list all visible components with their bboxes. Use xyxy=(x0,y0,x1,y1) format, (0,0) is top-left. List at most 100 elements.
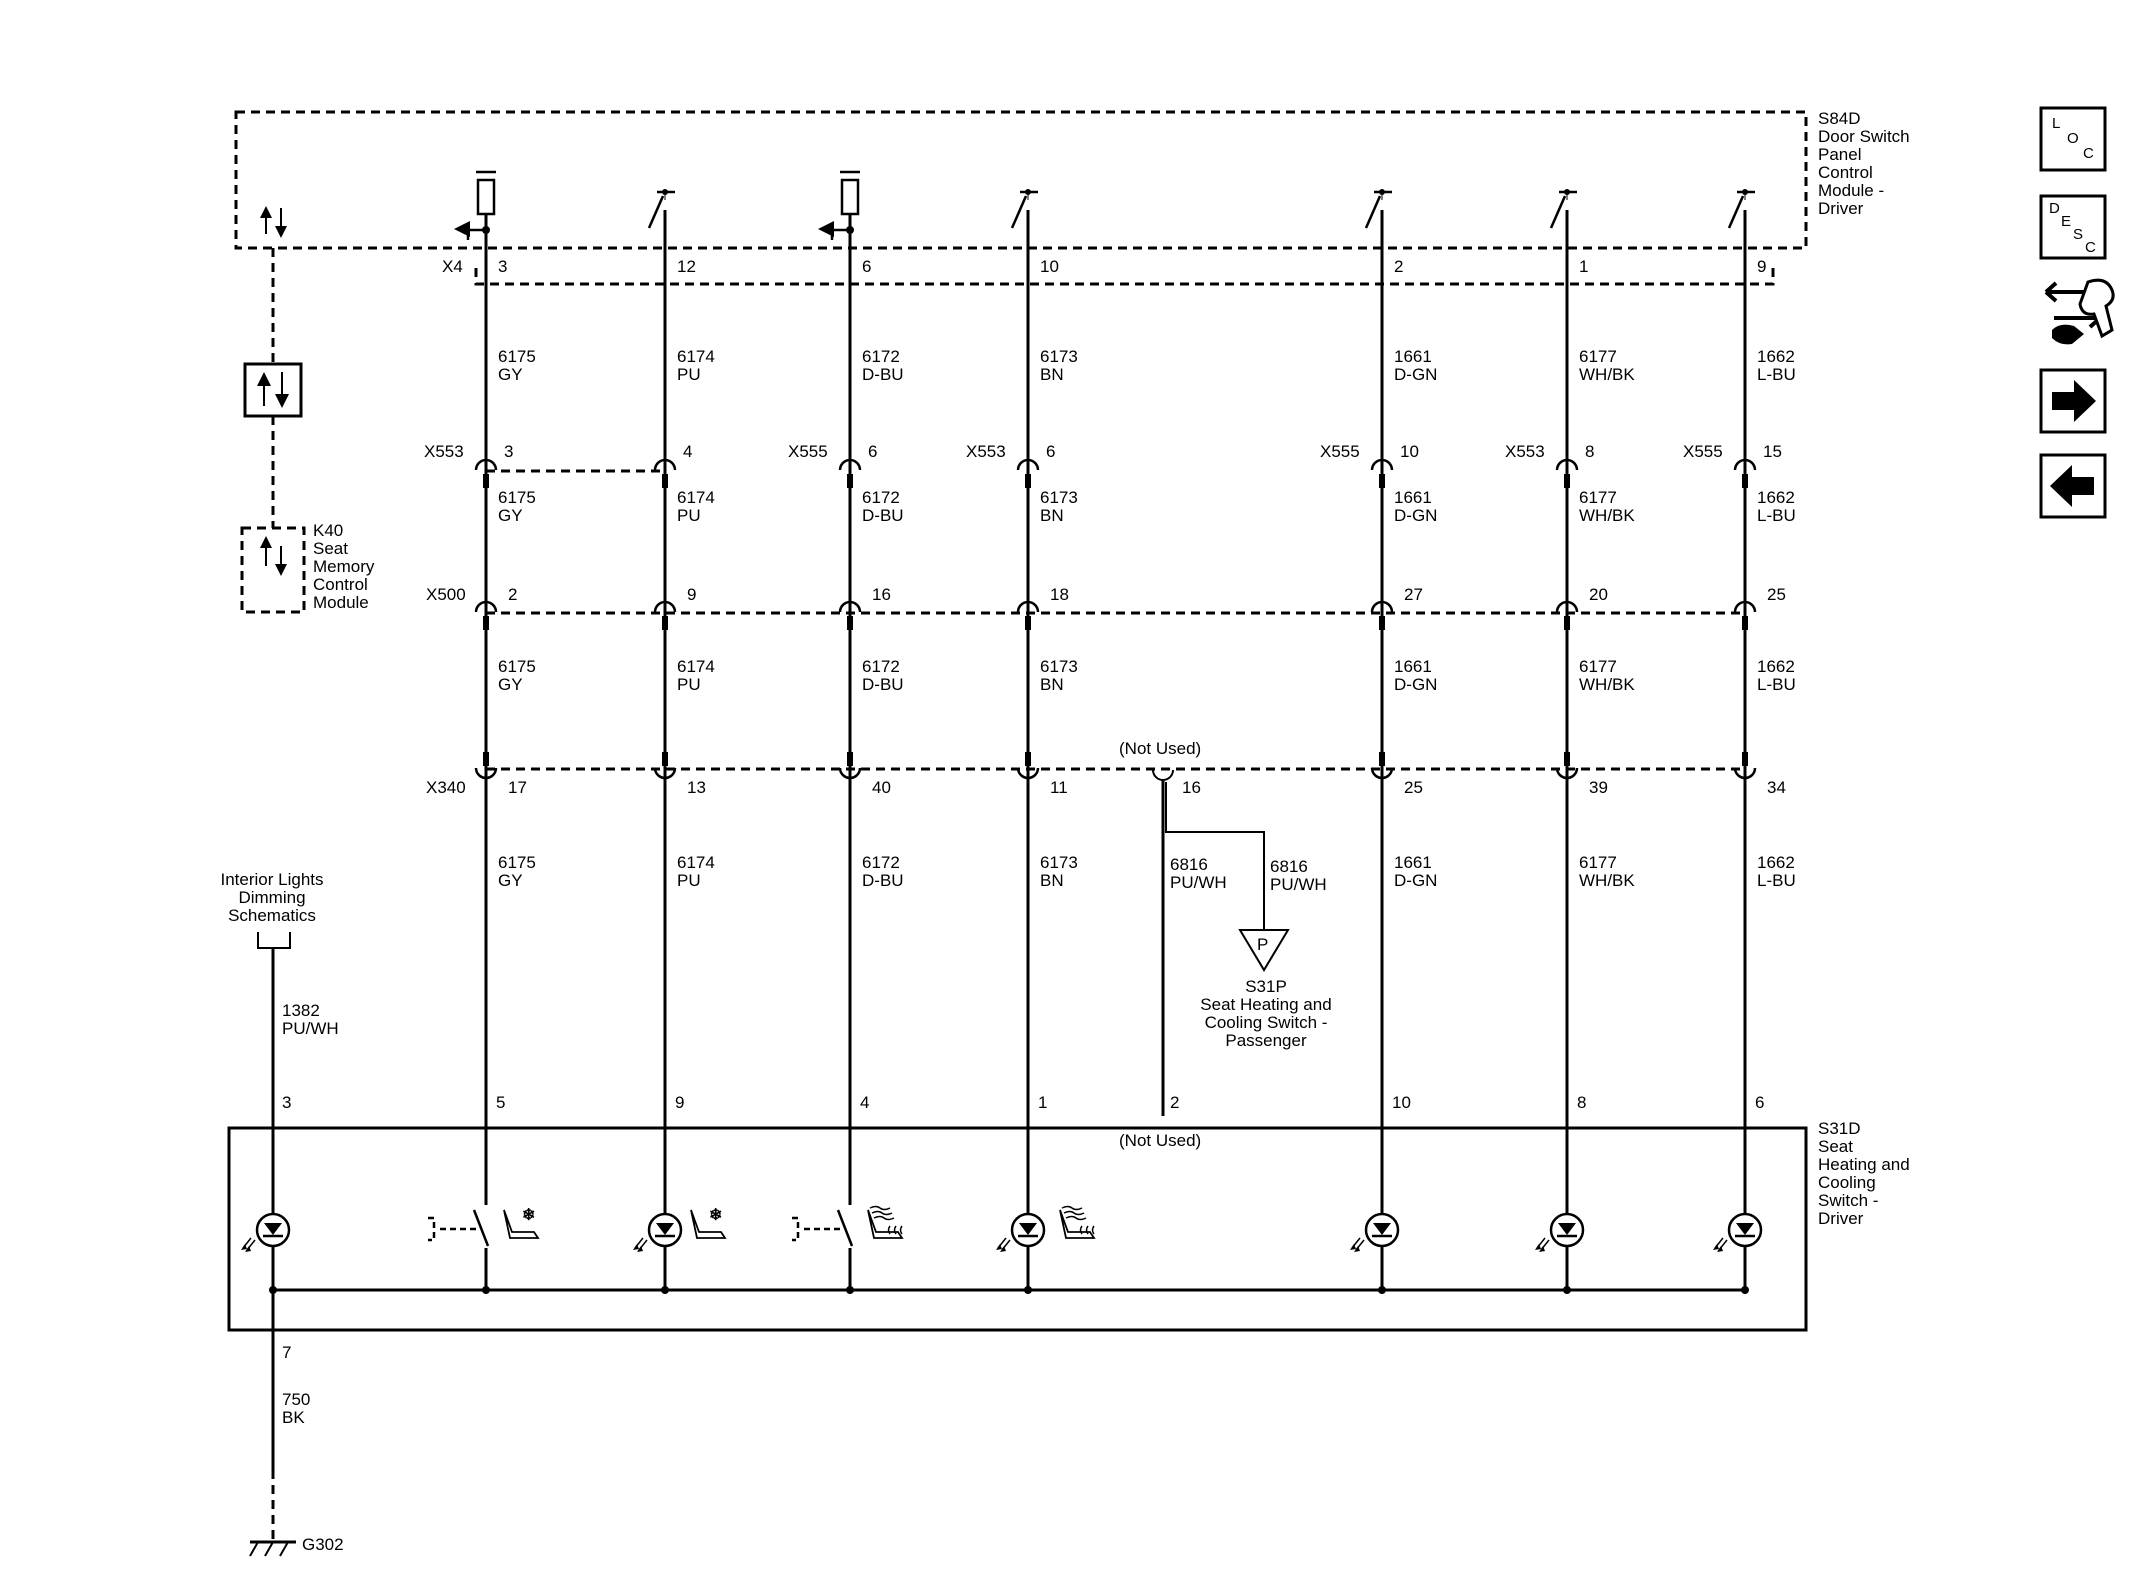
wire-color: D-BU xyxy=(862,675,904,694)
x4-pin: 3 xyxy=(498,257,507,276)
wire-color: D-GN xyxy=(1394,365,1437,384)
wire-color: D-GN xyxy=(1394,871,1437,890)
module-label-line: Control xyxy=(1818,163,1873,182)
module-label-line: S31P xyxy=(1245,977,1287,996)
junction-dot xyxy=(482,1286,490,1294)
inline-connector-pin: 6 xyxy=(1046,442,1055,461)
module-label-line: Panel xyxy=(1818,145,1861,164)
x4-pin: 12 xyxy=(677,257,696,276)
wire-number: 6172 xyxy=(862,488,900,507)
x500-pin: 9 xyxy=(687,585,696,604)
heating-switch-module-box xyxy=(227,1126,1808,1332)
connector-wrench-icon[interactable] xyxy=(2044,278,2115,345)
module-label-line: Cooling xyxy=(1818,1173,1876,1192)
switch-contact-icon xyxy=(792,1209,854,1256)
svg-text:Interior Lights: Interior Lights xyxy=(221,870,324,889)
inline-connector-pin: 8 xyxy=(1585,442,1594,461)
inline-connector-label: X553 xyxy=(1505,442,1545,461)
serial-data-icon xyxy=(260,206,287,238)
led-indicator-icon xyxy=(241,1212,291,1252)
wire-color: WH/BK xyxy=(1579,675,1635,694)
wire-color: BN xyxy=(1040,506,1064,525)
module-label-line: Switch - xyxy=(1818,1191,1878,1210)
dimming-wire-num: 1382 xyxy=(282,1001,320,1020)
wire-color: PU xyxy=(677,506,701,525)
seat-cooling-icon: ❄ xyxy=(690,1207,727,1239)
led-indicator-icon xyxy=(241,1212,291,1252)
connector-pin xyxy=(653,752,677,780)
x4-pin: 1 xyxy=(1579,257,1588,276)
x500-pin: 16 xyxy=(872,585,891,604)
inline-connector-label: X555 xyxy=(1320,442,1360,461)
wire-number: 6177 xyxy=(1579,853,1617,872)
led-indicator-icon xyxy=(633,1212,683,1252)
junction-dot xyxy=(1378,1286,1386,1294)
wire-color: BN xyxy=(1040,871,1064,890)
wire-number: 6173 xyxy=(1040,853,1078,872)
heating-switch-module-label: S31D Seat Heating and Cooling Switch - D… xyxy=(1818,1119,1910,1228)
s31d-pin: 5 xyxy=(496,1093,505,1112)
x340-pin: 34 xyxy=(1767,778,1786,797)
svg-text:Dimming: Dimming xyxy=(238,888,305,907)
serial-data-box-icon xyxy=(243,362,303,418)
s31d-pin: 6 xyxy=(1755,1093,1764,1112)
module-label-line: K40 xyxy=(313,521,343,540)
connector-pin xyxy=(1016,752,1040,780)
bus-junction-dots xyxy=(269,1286,1749,1294)
arrow-left-icon xyxy=(818,221,850,240)
connector-pin xyxy=(1016,600,1040,630)
wire-number: 6174 xyxy=(677,347,715,366)
wire-number: 6174 xyxy=(677,657,715,676)
wire-color: WH/BK xyxy=(1579,365,1635,384)
connector-pin xyxy=(838,600,862,630)
ground-wire-num: 750 xyxy=(282,1390,310,1409)
wire-number: 6177 xyxy=(1579,347,1617,366)
wire-number: 6174 xyxy=(677,488,715,507)
location-button[interactable]: L O C xyxy=(2039,106,2107,172)
connector-pin xyxy=(474,752,498,780)
previous-page-button[interactable] xyxy=(2039,453,2107,519)
arrow-left-icon xyxy=(454,221,486,240)
ground-label: G302 xyxy=(302,1535,344,1554)
wire-color: WH/BK xyxy=(1579,871,1635,890)
module-label-line: Cooling Switch - xyxy=(1205,1013,1328,1032)
module-label-line: S31D xyxy=(1818,1119,1861,1138)
svg-text:PU/WH: PU/WH xyxy=(1270,875,1327,894)
x4-pin: 6 xyxy=(862,257,871,276)
connector-pin xyxy=(1370,458,1394,488)
wire-color: D-BU xyxy=(862,871,904,890)
module-label-line: Driver xyxy=(1818,1209,1864,1228)
module-label-line: Door Switch xyxy=(1818,127,1910,146)
wire-number: 6175 xyxy=(498,488,536,507)
led-indicator-icon xyxy=(1713,1212,1763,1252)
s31d-pin: 4 xyxy=(860,1093,869,1112)
connector-pin xyxy=(1733,458,1757,488)
wire-number: 6175 xyxy=(498,853,536,872)
wire-color: D-GN xyxy=(1394,506,1437,525)
door-switch-module-box xyxy=(234,110,1808,250)
not-used-label-s31d: (Not Used) xyxy=(1119,1131,1201,1150)
x500-pin: 25 xyxy=(1767,585,1786,604)
x4-pin: 10 xyxy=(1040,257,1059,276)
connector-pin xyxy=(1555,752,1579,780)
wire-color: D-BU xyxy=(862,506,904,525)
wire-color: BN xyxy=(1040,675,1064,694)
svg-text:6816: 6816 xyxy=(1270,857,1308,876)
description-button[interactable]: D E S C xyxy=(2039,194,2107,260)
s31d-pin-2: 2 xyxy=(1170,1093,1179,1112)
x500-label: X500 xyxy=(426,585,466,604)
svg-text:L: L xyxy=(2052,115,2060,132)
seat-heating-icon xyxy=(1059,1205,1096,1239)
module-label-line: S84D xyxy=(1818,109,1861,128)
x340-pin: 13 xyxy=(687,778,706,797)
junction-dot xyxy=(1563,1286,1571,1294)
inline-connector-pin: 3 xyxy=(504,442,513,461)
inline-connector-pin: 4 xyxy=(683,442,692,461)
wire-color: PU xyxy=(677,675,701,694)
connector-pin xyxy=(1555,600,1579,630)
wire-number: 1662 xyxy=(1757,853,1795,872)
next-page-button[interactable] xyxy=(2039,368,2107,434)
